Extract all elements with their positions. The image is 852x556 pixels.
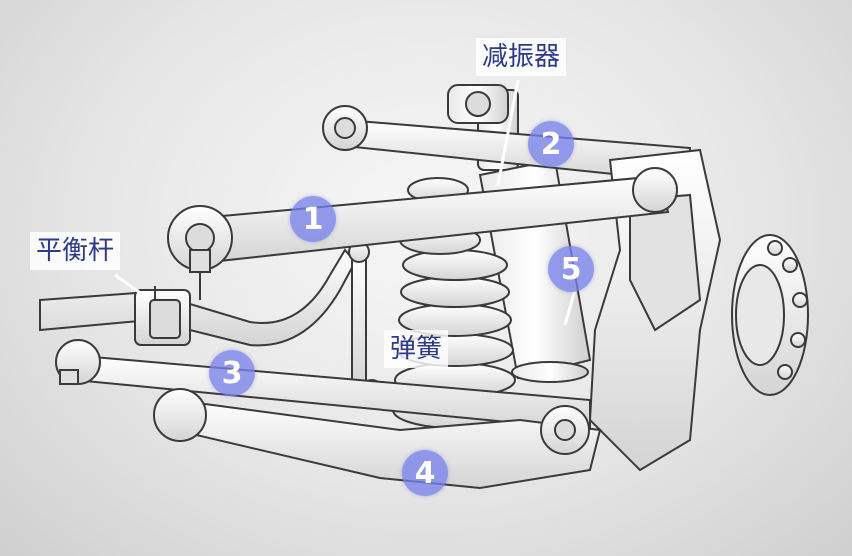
wheel-hub-part bbox=[731, 234, 809, 396]
badge-2: 2 bbox=[528, 121, 574, 167]
arm-3-part bbox=[55, 339, 591, 432]
badge-4: 4 bbox=[402, 450, 448, 496]
badge-5: 5 bbox=[548, 246, 594, 292]
badge-3: 3 bbox=[209, 350, 255, 396]
drop-link-part bbox=[348, 241, 383, 401]
arm-4-part bbox=[153, 388, 602, 490]
stabilizer-bar-label: 平衡杆 bbox=[30, 232, 121, 270]
knuckle-part bbox=[588, 148, 722, 472]
callout-lines bbox=[114, 79, 577, 326]
badge-1: 1 bbox=[290, 196, 336, 242]
shock-absorber-label: 减振器 bbox=[476, 38, 567, 76]
spring-label: 弹簧 bbox=[384, 330, 449, 368]
